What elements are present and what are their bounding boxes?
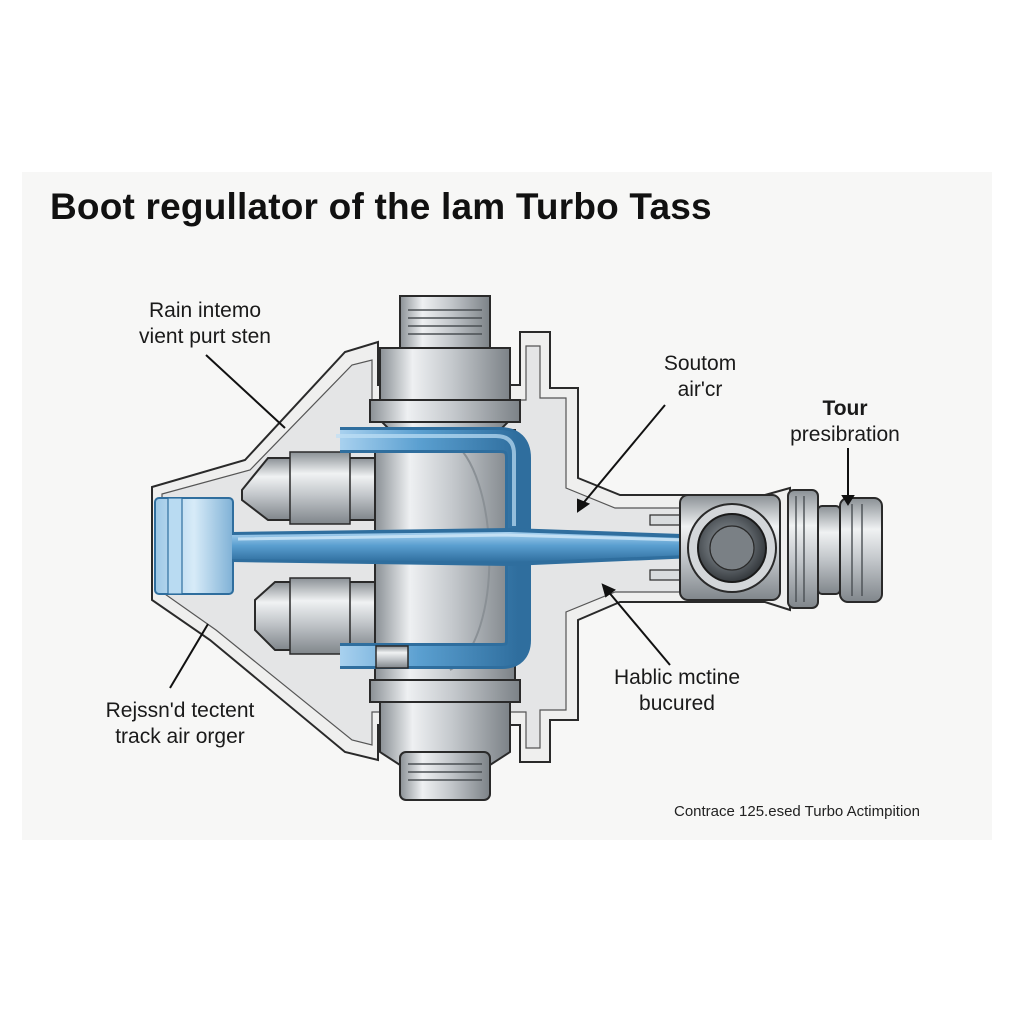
callout-line-top-left bbox=[205, 354, 286, 429]
bottom-collar bbox=[369, 679, 521, 703]
outlet-flange-2 bbox=[817, 505, 841, 595]
top-flange-threads bbox=[408, 309, 482, 335]
label-top-left: Rain intemo vient purt sten bbox=[130, 298, 280, 350]
top-flange bbox=[399, 295, 491, 349]
label-bottom-center-line1: Hablic mctine bbox=[613, 666, 741, 689]
left-end-cap bbox=[154, 497, 234, 595]
label-bottom-center: Hablic mctine bucured bbox=[592, 665, 762, 717]
outlet-flange-1 bbox=[787, 489, 819, 609]
callout-line-bottom-center bbox=[606, 589, 671, 666]
callout-line-bottom-left bbox=[169, 623, 209, 689]
label-top-left-line2: vient purt sten bbox=[139, 325, 271, 348]
diagram-title: Boot regullator of the lam Turbo Tass bbox=[50, 186, 712, 227]
label-top-left-line1: Rain intemo bbox=[148, 299, 262, 322]
left-end-cap-ring bbox=[167, 497, 183, 595]
label-top-right-line2: presibration bbox=[790, 423, 900, 446]
label-bottom-left-line2: track air orger bbox=[115, 725, 245, 748]
label-top-center-line1: Soutom bbox=[663, 352, 737, 375]
outlet-flange-3 bbox=[839, 497, 883, 603]
label-top-center-line2: air'cr bbox=[677, 378, 723, 401]
bottom-flange-threads bbox=[408, 763, 482, 781]
callout-line-top-center bbox=[579, 404, 666, 508]
small-valve-block bbox=[375, 645, 409, 669]
label-top-right: Tour presibration bbox=[775, 396, 915, 448]
label-bottom-center-line2: bucured bbox=[639, 692, 715, 715]
label-bottom-left-line1: Rejssn'd tectent bbox=[105, 699, 255, 722]
diagram-caption: Contrace 125.esed Turbo Actimpition bbox=[674, 803, 920, 820]
bottom-flange bbox=[399, 751, 491, 801]
label-bottom-left: Rejssn'd tectent track air orger bbox=[90, 698, 270, 750]
label-top-center: Soutom air'cr bbox=[640, 351, 760, 403]
lower-left-piston-band bbox=[289, 577, 351, 655]
callout-lines bbox=[169, 354, 855, 689]
label-top-right-line1: Tour bbox=[822, 397, 868, 420]
upper-left-piston-band bbox=[289, 451, 351, 525]
top-collar bbox=[369, 399, 521, 423]
